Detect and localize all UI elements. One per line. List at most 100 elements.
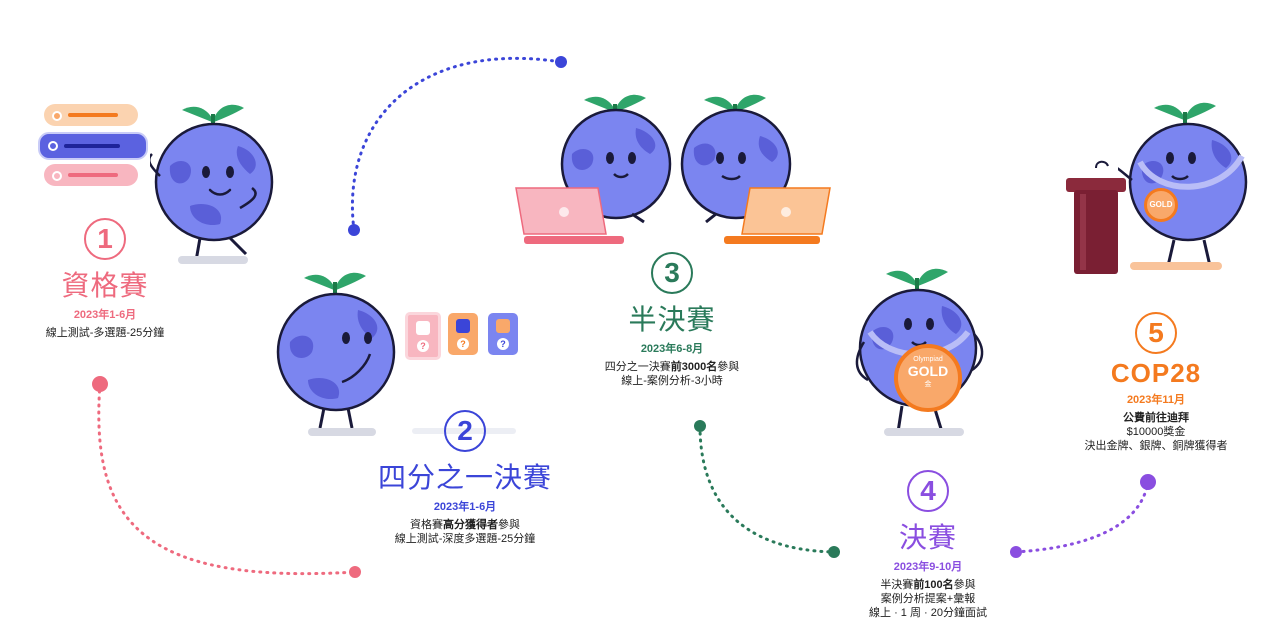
medal-main-label: GOLD [907,363,949,379]
stage-number: 4 [907,470,949,512]
option-pill-orange [44,104,138,126]
stage-desc-line: 線上測試-多選題-25分鐘 [20,326,190,340]
stage-desc-text: 四分之一決賽 [604,361,671,373]
stage-title: COP28 [1110,358,1202,388]
gold-medal-icon: Olympiad GOLD 金 [894,344,962,412]
laptop-pink-icon [515,187,624,244]
stage-5: 5 COP28 2023年11月 公費前往迪拜 $10000獎金決出金牌、銀牌、銅… [1056,312,1256,453]
stage-desc-text: 公費前往迪拜 [1123,412,1189,424]
stage-desc-text: 決出金牌、銀牌、銅牌獲得者 [1084,440,1228,452]
stage-1: 1 資格賽 2023年1-6月 線上測試-多選題-25分鐘 [20,218,190,340]
stage-desc-text: 線上 · 1 周 · 20分鐘面試 [869,607,987,619]
option-pill-blue [38,132,148,160]
medal-top-label: Olympiad [913,356,943,363]
stage-desc-line: $10000獎金 [1056,425,1256,439]
question-card-orange: ? [448,313,478,355]
small-gold-medal-icon: GOLD [1144,188,1178,222]
stage-desc-line: 四分之一決賽前3000名參與 [572,360,772,374]
stage-desc-text: 線上測試-多選題-25分鐘 [45,327,165,339]
mascot-shadow [884,428,964,436]
option-radio-icon [52,171,62,181]
connector-dot [828,546,840,558]
stage-date: 2023年6-8月 [640,343,704,355]
connector-dot [348,224,360,236]
stage-desc: 公費前往迪拜 $10000獎金決出金牌、銀牌、銅牌獲得者 [1056,411,1256,453]
laptop-orange-icon [724,187,831,244]
battery-icon [456,319,470,333]
option-bar [64,144,120,148]
question-card-pink: ? [405,312,441,360]
stage-title: 半決賽 [628,304,716,335]
stage-3: 3 半決賽 2023年6-8月 四分之一決賽前3000名參與線上-案例分析-3小… [572,252,772,388]
stage-desc-text: 參與 [953,579,976,591]
stage-number: 2 [444,410,486,452]
stage-2: 2 四分之一決賽 2023年1-6月 資格賽高分獲得者參與線上測試-深度多選題-… [340,410,590,546]
connector-4-5 [1014,480,1150,554]
connector-dot [1010,546,1022,558]
connector-dot [694,420,706,432]
question-card-blue: ? [488,313,518,355]
question-icon: ? [497,338,509,350]
stage-desc-text: 線上-案例分析-3小時 [621,375,723,387]
stage-desc-line: 資格賽高分獲得者參與 [340,518,590,532]
connector-dot [555,56,567,68]
stage-desc: 資格賽高分獲得者參與線上測試-深度多選題-25分鐘 [340,518,590,546]
question-icon: ? [457,338,469,350]
stage-number: 3 [651,252,693,294]
stage-date: 2023年9-10月 [893,561,963,573]
globe-mascot-1 [150,104,274,262]
globe-mascot-2 [276,272,396,429]
stage-desc: 線上測試-多選題-25分鐘 [20,326,190,340]
stage-desc-text: 線上測試-深度多選題-25分鐘 [394,533,536,545]
connector-1-2 [97,382,357,576]
stage-desc-text: 半決賽 [880,579,914,591]
option-bar [68,113,118,117]
podium-icon [1066,160,1126,274]
globe-mascot-5 [1118,102,1248,267]
stage-desc-line: 線上測試-深度多選題-25分鐘 [340,532,590,546]
stage-4: 4 決賽 2023年9-10月 半決賽前100名參與案例分析提案+彙報線上 · … [828,470,1028,620]
connector-3-4 [698,424,836,554]
stage-number: 1 [84,218,126,260]
stage-date: 2023年1-6月 [73,309,137,321]
stage-desc-text: 參與 [498,519,520,531]
stage-desc-text: 參與 [717,361,740,373]
stage-desc-text: 高分獲得者 [443,519,498,531]
stage-date: 2023年1-6月 [433,501,497,513]
stage-desc-text: 前3000名 [670,361,718,373]
stage-desc-line: 案例分析提案+彙報 [828,592,1028,606]
stage-title: 四分之一決賽 [377,462,552,493]
option-radio-icon [52,111,62,121]
stage-desc-line: 公費前往迪拜 [1056,411,1256,425]
stage-desc-line: 決出金牌、銀牌、銅牌獲得者 [1056,439,1256,453]
option-pill-pink [44,164,138,186]
stage-desc: 半決賽前100名參與案例分析提案+彙報線上 · 1 周 · 20分鐘面試 [828,578,1028,620]
stage-title: 資格賽 [61,270,149,301]
stage-desc-text: $10000獎金 [1126,426,1186,438]
stage-desc-line: 線上-案例分析-3小時 [572,374,772,388]
stage-date: 2023年11月 [1126,394,1186,406]
question-icon: ? [417,340,429,352]
connector-dot [349,566,361,578]
stage-title: 決賽 [898,522,957,553]
medal-sub-label: 金 [924,381,932,388]
stage-desc-text: 案例分析提案+彙報 [880,593,976,605]
option-radio-icon [48,141,58,151]
small-medal-label: GOLD [1149,200,1173,209]
stage-desc: 四分之一決賽前3000名參與線上-案例分析-3小時 [572,360,772,388]
mascot-shadow [308,428,376,436]
stage-desc-line: 線上 · 1 周 · 20分鐘面試 [828,606,1028,620]
person-icon [496,319,510,333]
cow-icon [416,321,430,335]
stage-desc-line: 半決賽前100名參與 [828,578,1028,592]
ground-line [1130,262,1222,270]
connector-dot [1140,474,1156,490]
mascot-shadow [178,256,248,264]
connector-2-3 [351,56,563,232]
stage-number: 5 [1135,312,1177,354]
option-bar [68,173,118,177]
connector-dot [92,376,108,392]
stage-desc-text: 資格賽 [410,519,443,531]
stage-desc-text: 前100名 [913,579,954,591]
